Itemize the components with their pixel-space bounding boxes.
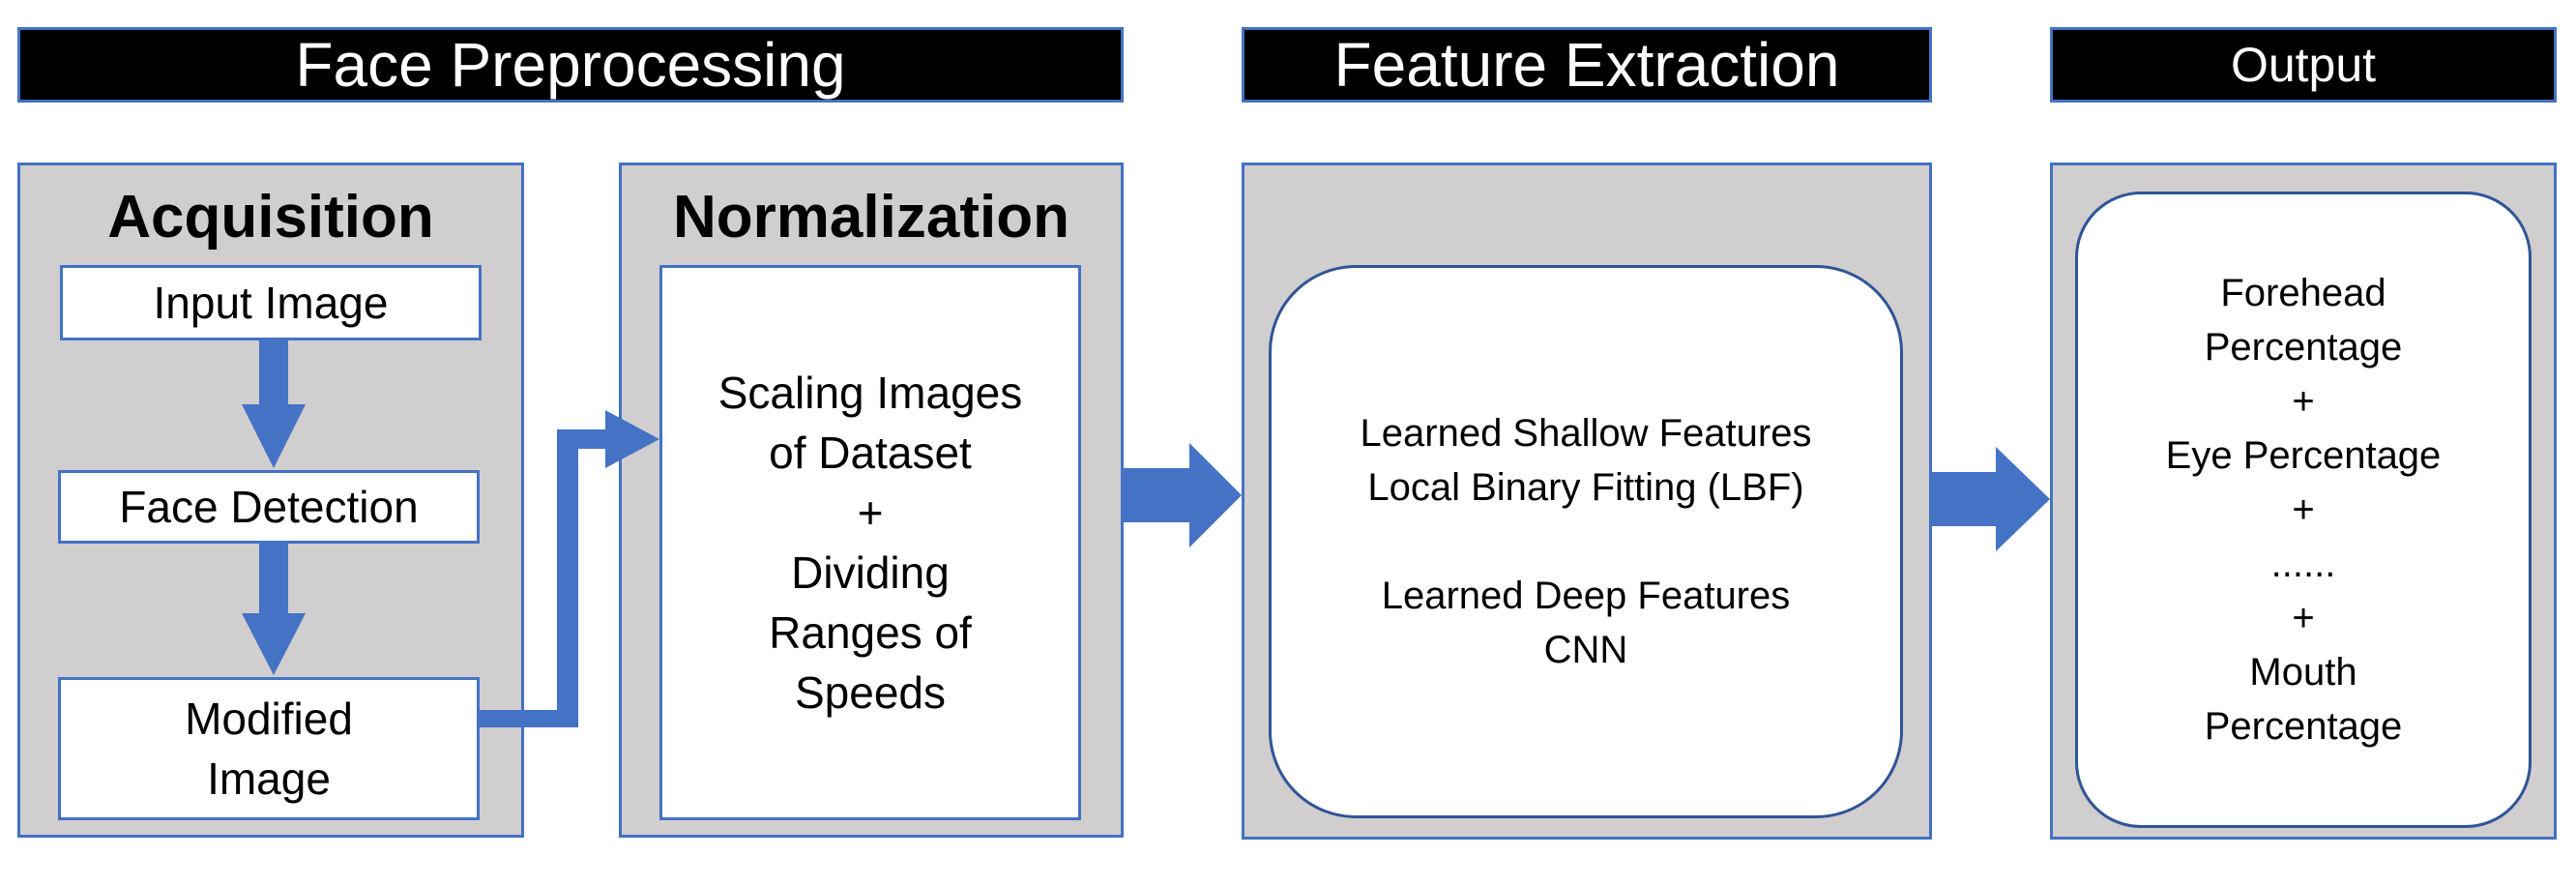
- deep-features-group: Learned Deep Features CNN: [1382, 569, 1791, 677]
- header-face-preprocessing: Face Preprocessing: [17, 27, 1124, 103]
- shallow-features-group: Learned Shallow Features Local Binary Fi…: [1361, 406, 1812, 515]
- normalization-line: Scaling Images: [717, 368, 1023, 418]
- normalization-content-box: Scaling Images of Dataset + Dividing Ran…: [659, 265, 1081, 820]
- shallow-features-title: Learned Shallow Features: [1360, 412, 1812, 455]
- acquisition-step-label: Input Image: [153, 278, 389, 328]
- normalization-line: Ranges of: [769, 607, 972, 658]
- acquisition-step-label: Modified Image: [185, 694, 353, 804]
- deep-features-method: CNN: [1543, 629, 1628, 671]
- feature-extraction-box: Learned Shallow Features Local Binary Fi…: [1269, 265, 1903, 818]
- output-line: Percentage: [2204, 326, 2403, 369]
- normalization-line: Dividing: [791, 547, 950, 598]
- header-face-preprocessing-label: Face Preprocessing: [295, 30, 846, 100]
- normalization-line: +: [857, 487, 884, 538]
- output-line: +: [2292, 597, 2315, 639]
- output-line: Forehead: [2220, 272, 2386, 314]
- output-box: Forehead Percentage + Eye Percentage + .…: [2075, 192, 2532, 828]
- output-line: ......: [2270, 543, 2336, 585]
- output-line: +: [2292, 380, 2315, 423]
- normalization-line: Speeds: [794, 667, 946, 718]
- acquisition-title: Acquisition: [107, 184, 434, 251]
- output-line: Eye Percentage: [2165, 434, 2442, 477]
- acquisition-step-face-detection: Face Detection: [58, 470, 480, 544]
- arrow-right-icon: [1124, 443, 1242, 547]
- acquisition-step-input-image: Input Image: [60, 265, 482, 340]
- deep-features-title: Learned Deep Features: [1381, 575, 1791, 617]
- output-line: +: [2292, 488, 2315, 531]
- output-line: Mouth: [2249, 651, 2357, 694]
- header-feature-extraction: Feature Extraction: [1242, 27, 1932, 103]
- arrow-right-icon: [1932, 447, 2050, 551]
- header-feature-extraction-label: Feature Extraction: [1333, 30, 1840, 100]
- normalization-title: Normalization: [673, 184, 1069, 251]
- shallow-features-method: Local Binary Fitting (LBF): [1367, 466, 1804, 509]
- header-output-label: Output: [2230, 38, 2377, 92]
- output-line: Percentage: [2204, 705, 2403, 748]
- header-output: Output: [2050, 27, 2557, 103]
- acquisition-step-label: Face Detection: [119, 482, 419, 532]
- acquisition-step-modified-image: Modified Image: [58, 677, 480, 820]
- normalization-line: of Dataset: [769, 428, 972, 478]
